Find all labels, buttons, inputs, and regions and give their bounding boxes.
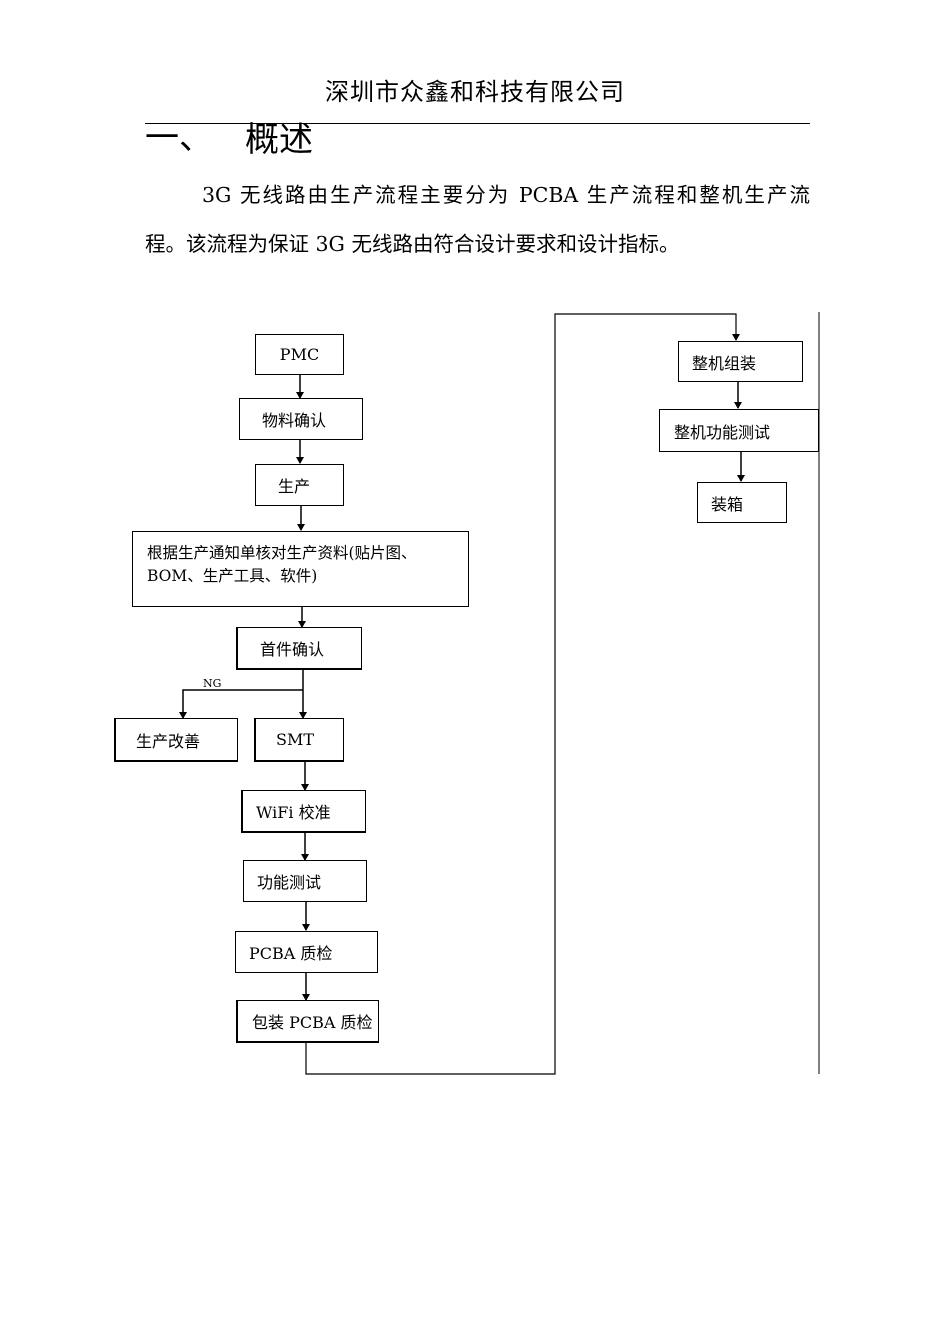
intro-line-1: 3G 无线路由生产流程主要分为 PCBA 生产流程和整机生产流 bbox=[202, 183, 810, 207]
step-function-test: 功能测试 bbox=[243, 860, 367, 902]
section-title: 概述 bbox=[245, 120, 313, 160]
step-improve-label: 生产改善 bbox=[136, 731, 201, 751]
step-pack-pcba-qc: 包装 PCBA 质检 bbox=[236, 1000, 379, 1043]
ng-label: NG bbox=[203, 677, 222, 690]
step-assembly-label: 整机组装 bbox=[692, 353, 757, 373]
arrow-ng-improve bbox=[179, 689, 303, 719]
step-boxing-label: 装箱 bbox=[711, 494, 744, 514]
intro-line-2: 程。该流程为保证 3G 无线路由符合设计要求和设计指标。 bbox=[145, 232, 680, 256]
step-check-docs-label: 根据生产通知单核对生产资料(贴片图、BOM、生产工具、软件) bbox=[147, 544, 417, 585]
step-pcba-qc: PCBA 质检 bbox=[235, 931, 378, 973]
step-pmc-label: PMC bbox=[279, 345, 320, 364]
step-material-confirm: 物料确认 bbox=[239, 398, 363, 440]
step-material-confirm-label: 物料确认 bbox=[262, 411, 327, 430]
step-pcba-qc-label: PCBA 质检 bbox=[249, 944, 333, 963]
step-full-function-test-label: 整机功能测试 bbox=[674, 422, 771, 442]
step-check-docs: 根据生产通知单核对生产资料(贴片图、BOM、生产工具、软件) bbox=[132, 531, 469, 607]
step-boxing: 装箱 bbox=[697, 482, 787, 523]
step-wifi-calibration-label: WiFi 校准 bbox=[256, 803, 331, 822]
step-full-function-test: 整机功能测试 bbox=[659, 409, 819, 452]
header-rule bbox=[145, 123, 810, 124]
connector-to-assembly bbox=[305, 313, 740, 1075]
step-production: 生产 bbox=[255, 464, 344, 506]
step-wifi-calibration: WiFi 校准 bbox=[241, 790, 366, 833]
step-first-article-label: 首件确认 bbox=[260, 640, 325, 659]
step-improve: 生产改善 bbox=[114, 718, 238, 762]
step-assembly: 整机组装 bbox=[678, 341, 803, 382]
company-header: 深圳市众鑫和科技有限公司 bbox=[325, 78, 625, 106]
section-number: 一、 bbox=[145, 118, 213, 158]
step-pmc: PMC bbox=[255, 334, 344, 375]
step-production-label: 生产 bbox=[278, 477, 311, 496]
step-smt-label: SMT bbox=[276, 730, 315, 749]
step-smt: SMT bbox=[254, 718, 344, 762]
step-pack-pcba-qc-label: 包装 PCBA 质检 bbox=[252, 1013, 373, 1032]
step-function-test-label: 功能测试 bbox=[257, 873, 322, 892]
step-first-article: 首件确认 bbox=[236, 627, 362, 670]
